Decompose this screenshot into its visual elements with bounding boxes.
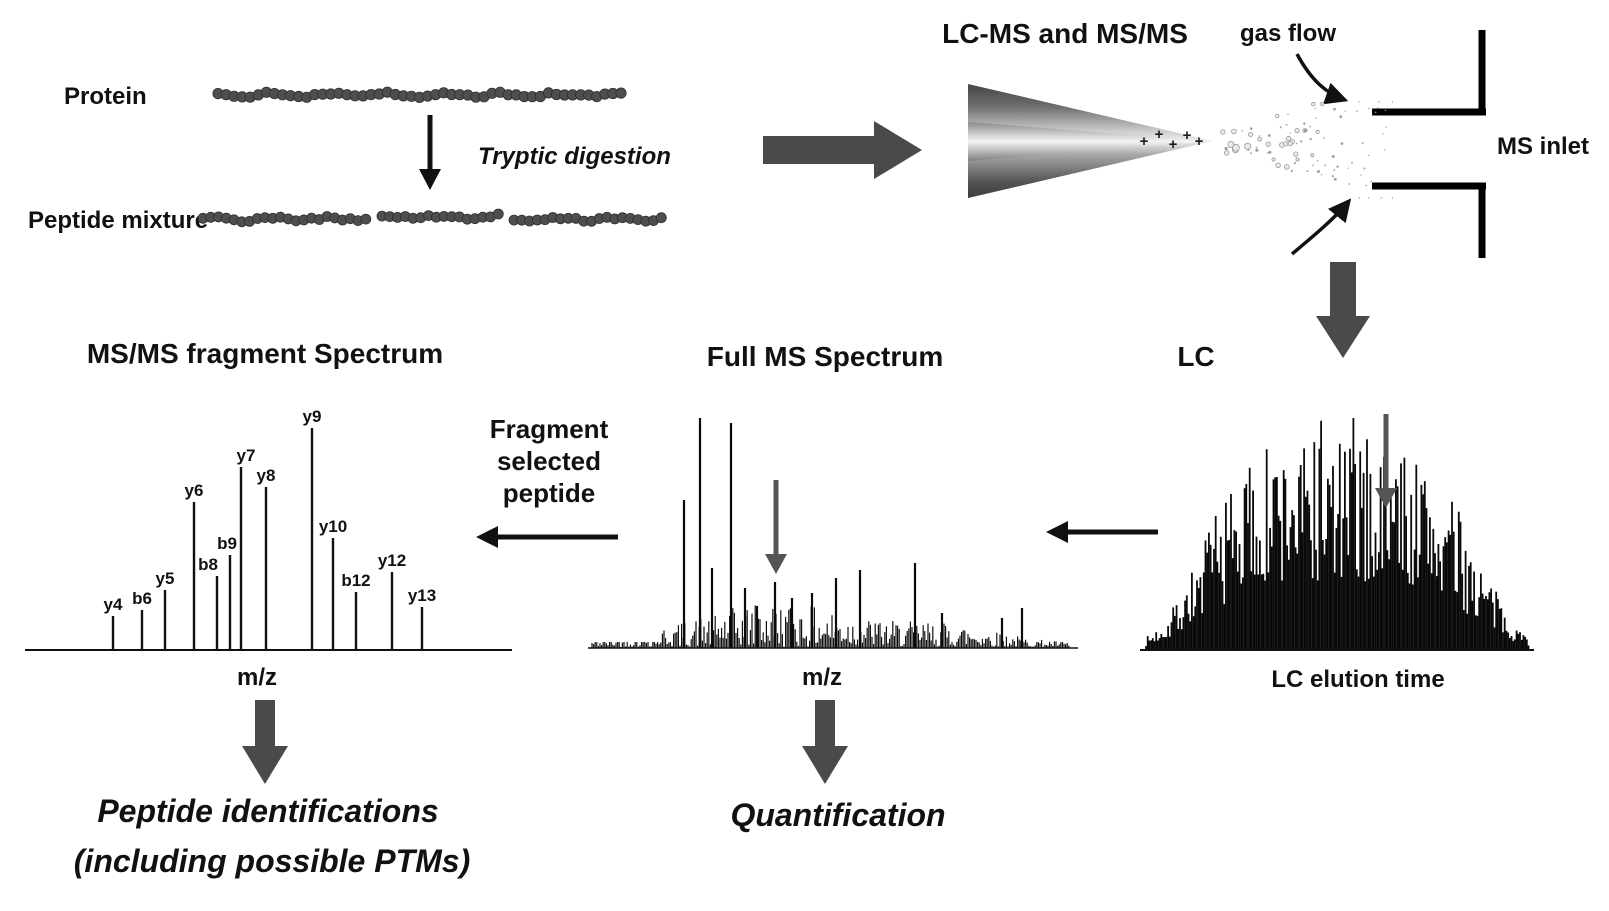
peptide-bead-chains [197,208,667,228]
svg-text:b8: b8 [198,555,218,574]
fullms-selection-arrow [765,480,787,574]
svg-text:+: + [1155,126,1164,143]
peptide-id-line1: Peptide identifications [97,793,438,829]
msms-title: MS/MS fragment Spectrum [87,338,443,369]
svg-text:b9: b9 [217,534,237,553]
ms-inlet-plates [1372,30,1486,258]
esi-needle [968,84,1213,198]
svg-text:y12: y12 [378,551,406,570]
block-arrow-to-identifications [242,700,288,784]
full-ms-axis-label: m/z [802,664,842,691]
svg-text:y13: y13 [408,586,436,605]
protein-bead-chain [212,86,627,104]
block-arrow-to-esi [763,121,922,179]
arrow-fullms-to-msms [476,526,618,548]
block-arrow-to-quantification [802,700,848,784]
svg-text:y4: y4 [104,595,123,614]
fragment-caption-line2: selected [497,446,601,476]
lc-selection-arrow [1375,414,1397,508]
protein-label: Protein [64,83,147,110]
lc-chromatogram-trace [1145,418,1530,650]
svg-text:+: + [1195,133,1204,150]
msms-axis-label: m/z [237,664,277,691]
svg-text:y5: y5 [156,569,175,588]
lc-axis-label: LC elution time [1271,666,1444,693]
fragment-caption-line3: peptide [503,478,595,508]
quantification-label: Quantification [730,797,945,833]
arrow-lc-to-fullms [1046,521,1158,543]
svg-text:+: + [1140,133,1149,150]
block-arrow-to-lc [1316,262,1370,358]
ms-inlet-label: MS inlet [1497,133,1589,160]
full-ms-title: Full MS Spectrum [707,341,943,372]
full-ms-spectrum-trace [591,418,1070,648]
svg-text:+: + [1169,136,1178,153]
charge-plus-signs-icon: +++++ [1140,126,1204,153]
svg-text:y7: y7 [237,446,256,465]
svg-text:b12: b12 [341,571,370,590]
peptide-id-line2: (including possible PTMs) [74,843,470,879]
fragment-caption-line1: Fragment [490,414,609,444]
svg-text:y6: y6 [185,481,204,500]
svg-text:+: + [1183,127,1192,144]
svg-text:y10: y10 [319,517,347,536]
digestion-arrow [419,115,441,190]
gas-flow-label: gas flow [1240,20,1336,47]
peptide-mixture-label: Peptide mixture [28,207,208,234]
lc-label: LC [1177,341,1214,372]
tryptic-digestion-label: Tryptic digestion [478,143,671,170]
svg-text:b6: b6 [132,589,152,608]
gas-flow-arrows [1290,53,1352,256]
svg-text:y8: y8 [257,466,276,485]
lcms-title: LC-MS and MS/MS [942,18,1188,49]
spray-droplets [1220,101,1394,199]
svg-text:y9: y9 [303,407,322,426]
